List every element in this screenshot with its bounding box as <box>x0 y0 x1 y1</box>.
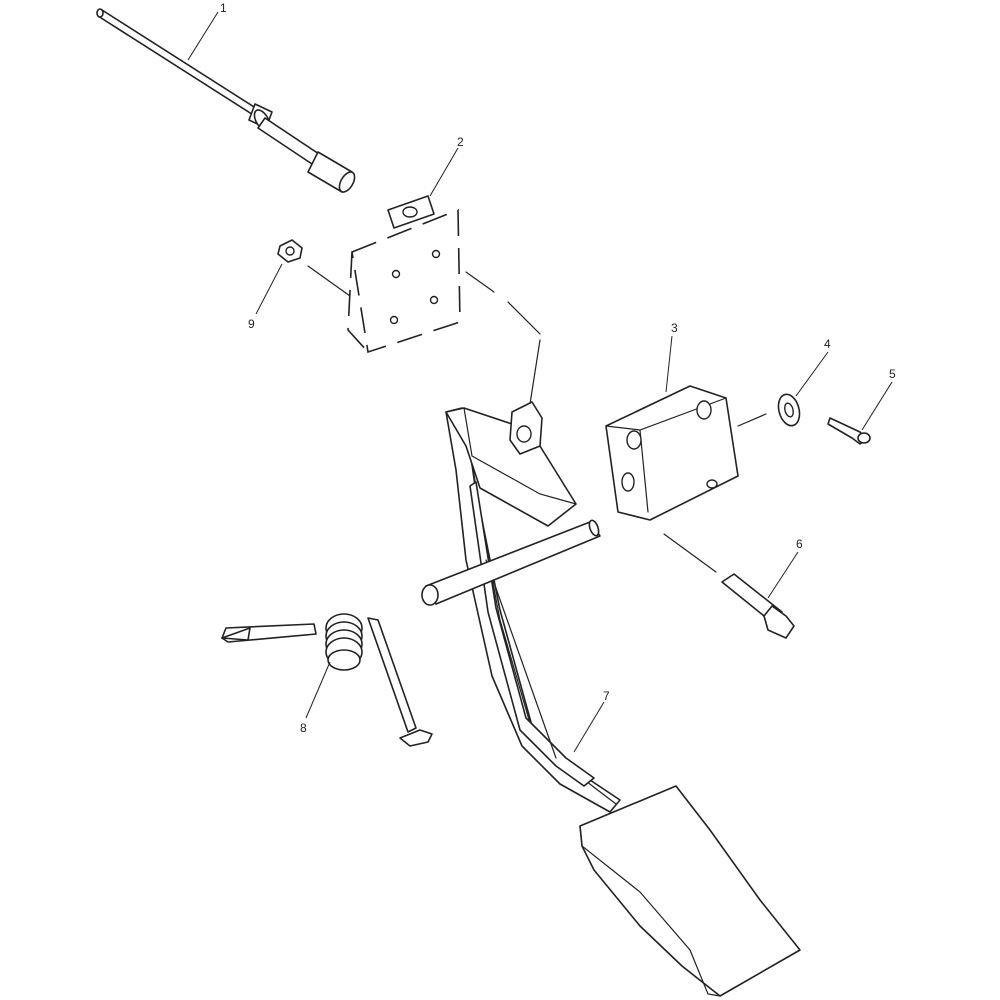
part-8-torsion-spring <box>221 613 433 747</box>
callout-7: 7 <box>603 689 610 703</box>
part-6-bolt <box>721 573 795 639</box>
part-5-cotter-pin <box>827 417 871 445</box>
callout-5: 5 <box>889 367 896 381</box>
callout-8: 8 <box>300 721 307 735</box>
part-7-pedal-arm <box>421 401 801 997</box>
callouts: 1 2 3 4 5 6 7 8 9 <box>220 1 896 735</box>
part-9-nut <box>277 239 303 263</box>
part-2-mounting-plate <box>347 195 461 354</box>
callout-6: 6 <box>796 537 803 551</box>
part-4-washer <box>777 393 801 427</box>
callout-1: 1 <box>220 1 227 15</box>
part-3-block <box>605 385 739 521</box>
assembly-lines <box>307 265 767 573</box>
callout-2: 2 <box>457 135 464 149</box>
leader-lines <box>187 11 893 753</box>
part-1-cable-rod <box>96 8 356 193</box>
callout-3: 3 <box>671 321 678 335</box>
callout-9: 9 <box>248 317 255 331</box>
callout-4: 4 <box>824 337 831 351</box>
